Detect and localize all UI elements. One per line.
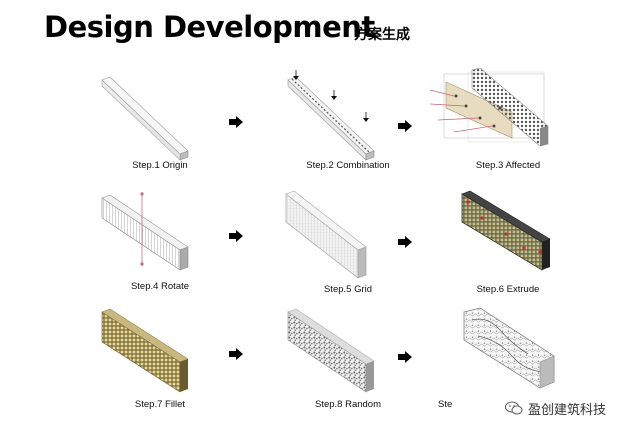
arrow-right-icon [229, 115, 243, 128]
step-1: Step.1 Origin [60, 68, 260, 193]
page-title: Design Development [44, 10, 375, 44]
step-5: Step.5 Grid [248, 190, 448, 315]
step-label: Step.2 Combination [306, 160, 390, 171]
step-label: Step.7 Fillet [134, 399, 186, 410]
filleted-cell-panel-icon [101, 308, 189, 393]
watermark-text: 盈创建筑科技 [528, 402, 607, 418]
random-pattern-panel-icon [287, 308, 375, 393]
extruded-grid-panel-icon [461, 190, 551, 271]
step-label: Step.1 Origin [132, 160, 188, 171]
arrow-right-icon [229, 347, 243, 360]
step-2: Step.2 Combination [248, 68, 448, 193]
step-label: Ste [438, 399, 453, 410]
carved-random-panel-icon [463, 307, 555, 389]
arrow-right-icon [398, 119, 412, 132]
panel-with-arrows-icon [287, 70, 375, 161]
plain-panel-icon [101, 76, 189, 161]
watermark: 盈创建筑科技 [500, 396, 611, 420]
step-9: Ste [408, 306, 608, 431]
page-subtitle: 方案生成 [354, 27, 410, 43]
wechat-logo-icon [504, 401, 523, 415]
step-label: Step.4 Rotate [130, 281, 190, 292]
step-7: Step.7 Fillet [60, 306, 260, 431]
arrow-right-icon [229, 229, 243, 242]
step-label: Step.3 Affected [475, 160, 541, 171]
arrow-right-icon [398, 235, 412, 248]
gridded-panel-icon [285, 190, 367, 279]
step-6: Step.6 Extrude [408, 190, 608, 315]
panel-with-rotation-axis-icon [101, 192, 189, 271]
step-label: Step.5 Grid [323, 284, 373, 295]
arrow-right-icon [398, 350, 412, 363]
step-8: Step.8 Random [248, 306, 448, 431]
step-label: Step.8 Random [314, 399, 381, 410]
step-4: Step.4 Rotate [60, 190, 260, 315]
perforated-panel-with-attractors-icon [429, 68, 549, 147]
step-label: Step.6 Extrude [476, 284, 540, 295]
step-3: Step.3 Affected [408, 68, 608, 193]
